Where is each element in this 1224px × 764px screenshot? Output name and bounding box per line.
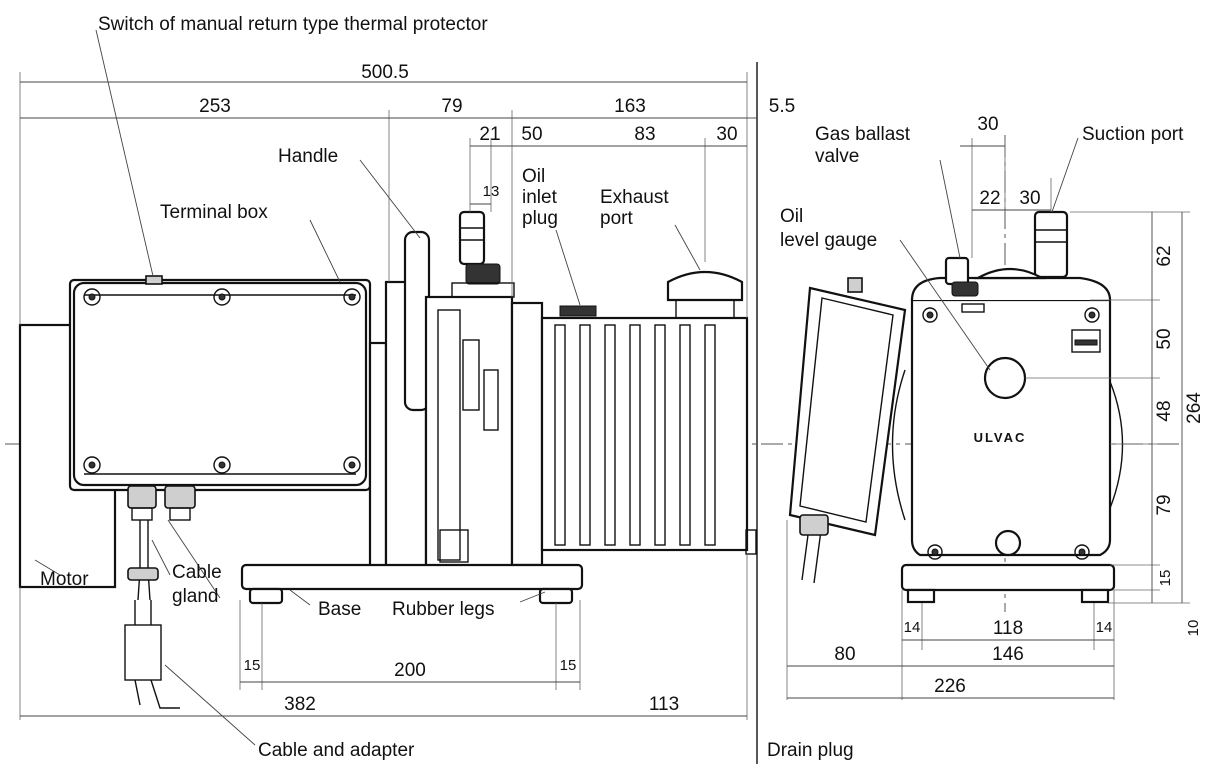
suction-port-front	[458, 210, 486, 266]
cooling-fins	[554, 324, 716, 546]
pump-housing	[424, 295, 514, 569]
label-cable-adapter: Cable and adapter	[258, 740, 415, 761]
dimension-values: 500.5 253 79 163 5.5 21 13 50 83 30 15 2…	[199, 62, 1205, 715]
dim-v48: 48	[1154, 400, 1175, 421]
dim-5-5: 5.5	[769, 96, 795, 117]
terminal-box	[72, 281, 368, 487]
dimension-lines	[19, 72, 1190, 720]
dim-h80: 80	[834, 644, 855, 665]
label-base: Base	[318, 599, 361, 620]
motor-flange	[368, 341, 388, 575]
dim-15-left: 15	[244, 657, 261, 674]
dim-163: 163	[614, 96, 646, 117]
dim-50: 50	[521, 124, 542, 145]
label-cable-gland-2: gland	[172, 586, 219, 607]
label-motor: Motor	[40, 569, 89, 590]
dim-200: 200	[394, 660, 426, 681]
label-gas-ballast-2: valve	[815, 146, 859, 167]
pump-body-side	[910, 298, 1112, 557]
oil-inlet-plug	[559, 305, 597, 317]
base-side	[900, 563, 1116, 592]
dim-h118: 118	[993, 618, 1023, 639]
dim-side-30: 30	[977, 114, 998, 135]
dim-v15: 15	[1157, 570, 1174, 587]
rubber-leg-left	[248, 587, 284, 605]
dim-113: 113	[649, 694, 679, 715]
dim-h14-right: 14	[1096, 619, 1113, 636]
label-gas-ballast-1: Gas ballast	[815, 124, 911, 145]
dim-79: 79	[441, 96, 462, 117]
dim-13: 13	[483, 183, 500, 200]
oil-case	[510, 301, 544, 567]
rubber-leg-right	[538, 587, 574, 605]
label-oil-gauge-2: level gauge	[780, 230, 877, 251]
dim-v264: 264	[1184, 392, 1205, 424]
label-drain-plug: Drain plug	[767, 740, 854, 761]
label-switch: Switch of manual return type thermal pro…	[98, 14, 488, 35]
dim-motor-length: 253	[199, 96, 231, 117]
label-exhaust-2: port	[600, 208, 633, 229]
dim-h14-left: 14	[904, 619, 921, 636]
dim-v50: 50	[1154, 328, 1175, 349]
dim-83: 83	[634, 124, 655, 145]
brand-logo: ULVAC	[974, 430, 1027, 445]
drain-plug-front	[745, 529, 757, 555]
cable-and-adapter	[124, 520, 180, 709]
exhaust-port	[666, 271, 744, 302]
dim-h146: 146	[992, 644, 1024, 665]
gas-ballast-valve	[944, 256, 970, 286]
suction-port-side	[1033, 210, 1069, 279]
label-handle: Handle	[278, 146, 338, 167]
label-cable-gland-1: Cable	[172, 562, 222, 583]
label-exhaust-1: Exhaust	[600, 187, 669, 208]
dim-side-30b: 30	[1019, 188, 1040, 209]
label-oil-inlet-3: plug	[522, 208, 558, 229]
oil-level-gauge	[983, 356, 1027, 400]
drain-plug-side	[994, 529, 1022, 557]
label-suction-port: Suction port	[1082, 124, 1184, 145]
dim-v10: 10	[1185, 620, 1202, 637]
label-oil-inlet-1: Oil	[522, 166, 545, 187]
label-oil-gauge-1: Oil	[780, 206, 803, 227]
dim-v62: 62	[1154, 245, 1175, 266]
front-view	[18, 210, 757, 709]
thermal-protector-switch	[145, 275, 163, 285]
label-oil-inlet-2: inlet	[522, 187, 558, 208]
dim-21: 21	[479, 124, 500, 145]
dim-382: 382	[284, 694, 316, 715]
label-plate	[1071, 329, 1101, 353]
dim-side-22: 22	[979, 188, 1000, 209]
dim-v79: 79	[1154, 494, 1175, 515]
dim-total-length: 500.5	[361, 62, 409, 83]
dim-h226: 226	[934, 676, 966, 697]
leader-lines	[34, 29, 1079, 746]
dim-30: 30	[716, 124, 737, 145]
base-plate	[240, 563, 584, 591]
terminal-box-screws	[83, 288, 361, 474]
oil-case-fins	[540, 316, 749, 552]
side-view: ULVAC	[788, 210, 1124, 604]
labels: Switch of manual return type thermal pro…	[40, 14, 1184, 761]
cable-glands	[127, 485, 196, 521]
dim-15-right: 15	[560, 657, 577, 674]
label-rubber-legs: Rubber legs	[392, 599, 494, 620]
label-terminal-box: Terminal box	[160, 202, 268, 223]
terminal-box-side	[788, 286, 907, 537]
